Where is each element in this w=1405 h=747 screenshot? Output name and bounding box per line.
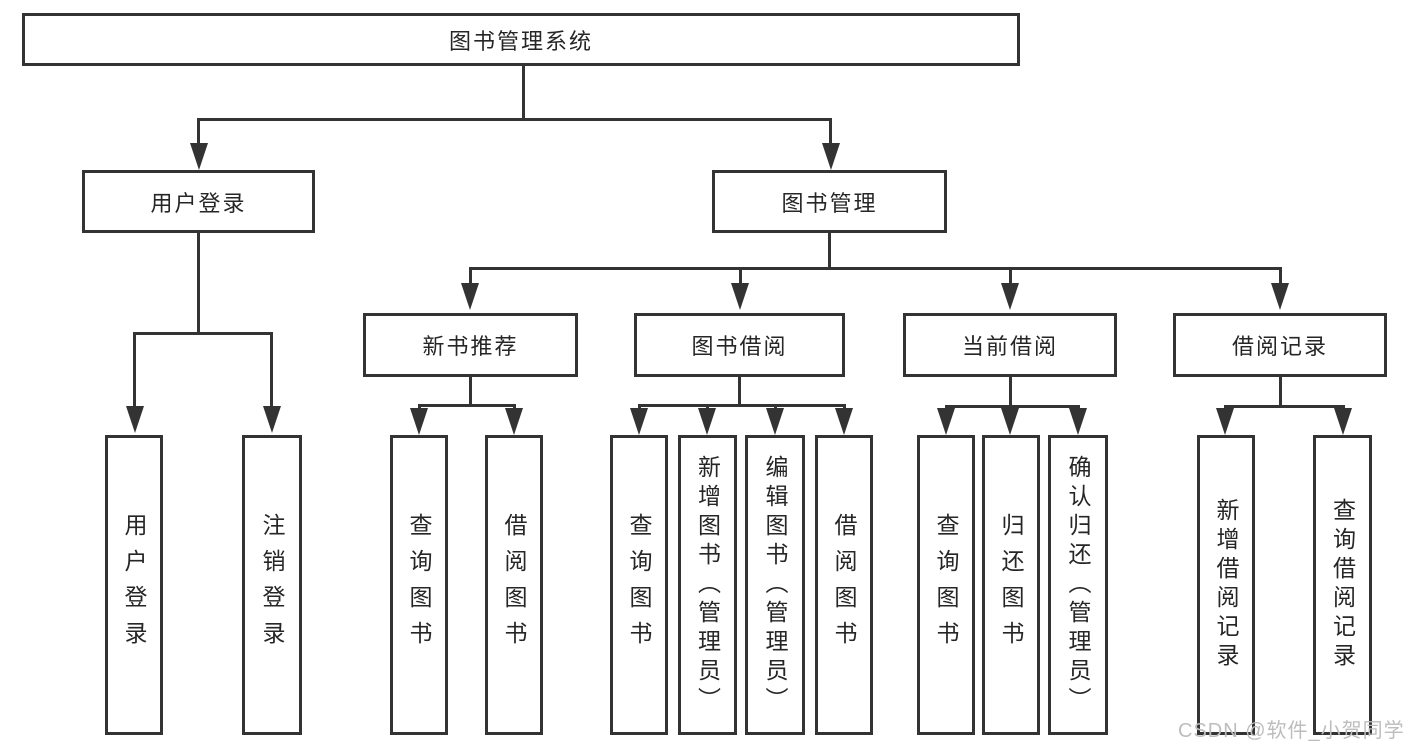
node-label: 用户登录 — [150, 190, 247, 216]
node-label: 图书管理 — [781, 190, 878, 216]
node-library-management-system: 图书管理系统 — [22, 13, 1020, 66]
connector-line — [468, 267, 472, 284]
connector-line — [521, 66, 525, 120]
leaf-label: 借阅图书 — [501, 513, 527, 657]
connector-line — [133, 332, 136, 407]
arrowhead-icon — [1069, 408, 1087, 435]
connector-line — [637, 404, 846, 407]
connector-line — [738, 377, 741, 406]
arrowhead-icon — [1216, 408, 1234, 435]
leaf-label: 新增图书（管理员） — [694, 454, 721, 716]
arrowhead-icon — [461, 283, 479, 310]
arrowhead-icon — [731, 283, 749, 310]
connector-line — [468, 377, 472, 406]
node-label: 借阅记录 — [1231, 334, 1328, 359]
arrowhead-icon — [189, 143, 208, 170]
leaf-label: 归还图书 — [998, 513, 1024, 657]
leaf-user-login: 用户登录 — [105, 435, 163, 735]
connector-line — [1278, 377, 1282, 408]
node-label: 当前借阅 — [961, 334, 1058, 359]
leaf-confirm-return-admin: 确认归还（管理员） — [1048, 435, 1108, 735]
leaf-add-books-admin: 新增图书（管理员） — [678, 435, 737, 735]
leaf-label: 查询借阅记录 — [1329, 498, 1356, 672]
connector-line — [417, 404, 516, 407]
arrowhead-icon — [1001, 408, 1019, 435]
arrowhead-icon — [505, 408, 523, 435]
arrowhead-icon — [1334, 408, 1352, 435]
leaf-label: 注销登录 — [259, 513, 285, 657]
connector-line — [738, 267, 742, 284]
arrowhead-icon — [937, 408, 955, 435]
leaf-label: 查询图书 — [933, 513, 959, 657]
connector-line — [197, 118, 832, 121]
leaf-label: 确认归还（管理员） — [1065, 454, 1091, 716]
connector-line — [197, 233, 200, 334]
arrowhead-icon — [1001, 283, 1019, 310]
connector-line — [468, 267, 1282, 270]
arrowhead-icon — [821, 143, 840, 170]
leaf-borrow-books-recommend: 借阅图书 — [485, 435, 543, 735]
arrowhead-icon — [1271, 283, 1289, 310]
leaf-label: 新增借阅记录 — [1213, 498, 1239, 672]
connector-line — [829, 118, 832, 145]
leaf-label: 用户登录 — [121, 513, 147, 657]
leaf-return-books: 归还图书 — [982, 435, 1040, 735]
leaf-query-books-recommend: 查询图书 — [390, 435, 448, 735]
node-book-borrowing: 图书借阅 — [634, 313, 845, 377]
watermark: CSDN @软件_小贺同学 — [1178, 720, 1405, 742]
node-label: 图书管理系统 — [448, 28, 593, 54]
node-borrowing-records: 借阅记录 — [1173, 313, 1387, 377]
arrowhead-icon — [125, 406, 144, 433]
connector-line — [1008, 377, 1012, 408]
node-user-login: 用户登录 — [82, 170, 315, 233]
leaf-query-borrow-record: 查询借阅记录 — [1313, 435, 1372, 735]
connector-line — [270, 332, 273, 407]
connector-line — [133, 332, 273, 335]
leaf-logout: 注销登录 — [242, 435, 302, 735]
node-label: 图书借阅 — [691, 334, 788, 359]
arrowhead-icon — [630, 408, 648, 435]
leaf-label: 编辑图书（管理员） — [762, 454, 788, 716]
node-label: 新书推荐 — [422, 334, 519, 359]
connector-line — [944, 405, 1080, 408]
leaf-borrow-books-borrowing: 借阅图书 — [815, 435, 873, 735]
arrowhead-icon — [835, 408, 853, 435]
node-book-management: 图书管理 — [712, 170, 947, 233]
node-new-book-recommendation: 新书推荐 — [363, 313, 578, 377]
connector-line — [1223, 405, 1345, 408]
leaf-label: 查询图书 — [626, 513, 652, 657]
leaf-add-borrow-record: 新增借阅记录 — [1197, 435, 1255, 735]
connector-line — [197, 118, 200, 145]
connector-line — [1278, 267, 1282, 284]
arrowhead-icon — [698, 408, 716, 435]
node-current-borrowing: 当前借阅 — [903, 313, 1117, 377]
arrowhead-icon — [262, 406, 281, 433]
leaf-query-books-current: 查询图书 — [917, 435, 975, 735]
leaf-query-books-borrowing: 查询图书 — [610, 435, 668, 735]
leaf-edit-books-admin: 编辑图书（管理员） — [745, 435, 805, 735]
leaf-label: 借阅图书 — [831, 513, 857, 657]
arrowhead-icon — [766, 408, 784, 435]
connector-line — [828, 233, 831, 269]
connector-line — [1008, 267, 1012, 284]
leaf-label: 查询图书 — [406, 513, 432, 657]
arrowhead-icon — [410, 408, 428, 435]
